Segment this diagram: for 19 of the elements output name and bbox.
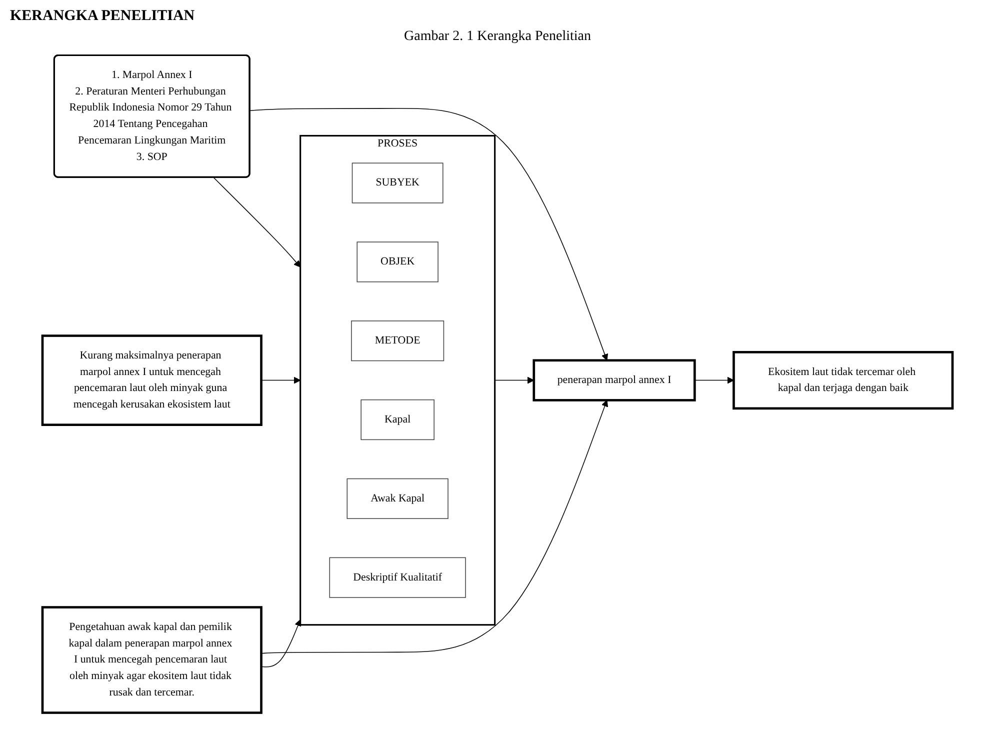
node-box: penerapan marpol annex I: [532, 359, 696, 402]
arrow: [212, 176, 301, 268]
node-box: Pengetahuan awak kapal dan pemilik kapal dalam penerapan marpol annex I untuk mencegah pencemaran laut oleh minyak agar ekositem laut tidak rusak dan tercemar.: [41, 606, 262, 714]
arrow: [260, 376, 301, 384]
heading: KERANGKA PENELITIAN: [10, 8, 196, 25]
arrow: [260, 619, 302, 668]
node-box: OBJEK: [356, 242, 438, 282]
arrow: [494, 376, 534, 384]
node-box: SUBYEK: [352, 162, 444, 204]
node-box: METODE: [351, 320, 444, 362]
node-box: Ekositem laut tidak tercemar oleh kapal dan terjaga dengan baik: [732, 350, 954, 410]
node-box: Awak Kapal: [346, 478, 448, 519]
figure-caption: Gambar 2. 1 Kerangka Penelitian: [403, 29, 592, 45]
node-box: Deskriptif Kualitatif: [329, 557, 466, 598]
node-box: Kapal: [360, 399, 434, 440]
arrow: [260, 400, 608, 654]
arrow: [250, 108, 608, 361]
node-box: Kurang maksimalnya penerapan marpol annex I untuk mencegah pencemaran laut oleh minyak guna mencegah kerusakan ekosistem laut: [41, 334, 262, 426]
arrow: [694, 376, 734, 384]
